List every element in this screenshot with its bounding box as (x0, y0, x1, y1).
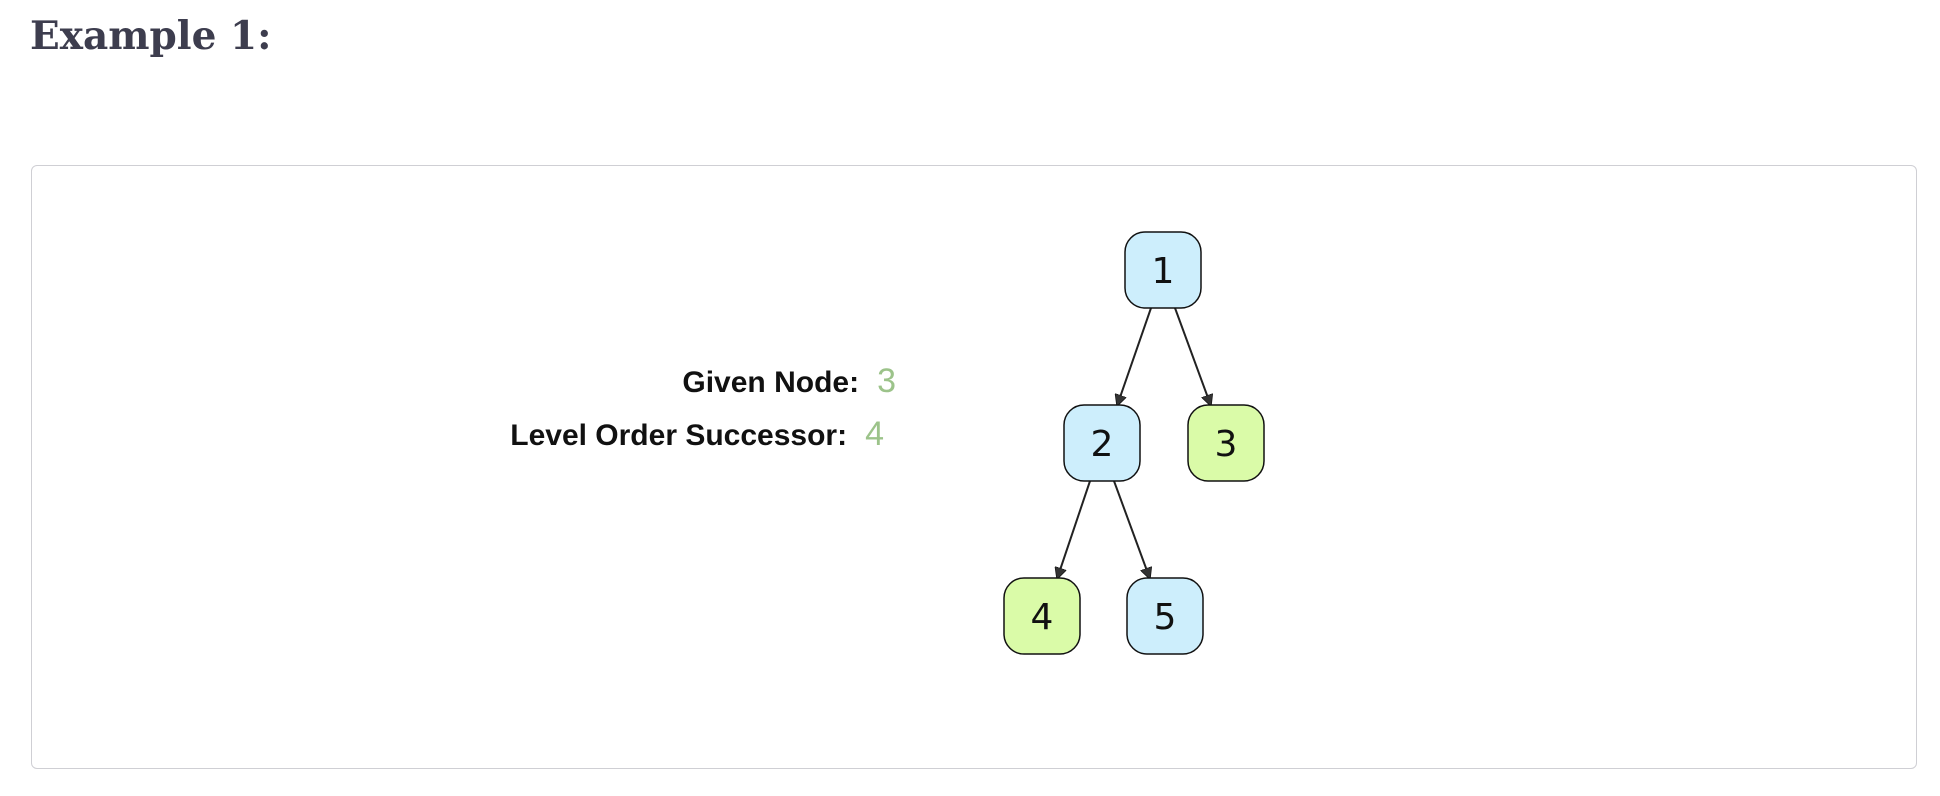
tree-node-box-1 (1124, 231, 1202, 309)
successor-label: Level Order Successor: (510, 419, 848, 452)
tree-node-label-1: 1 (1152, 251, 1175, 292)
given-node-row: Given Node: 3 (682, 362, 896, 401)
tree-node-box-2 (1063, 404, 1141, 482)
example-panel (31, 165, 1917, 769)
tree-node-box-4 (1003, 577, 1081, 655)
tree-node-4: 4 (1003, 577, 1081, 655)
tree-node-label-5: 5 (1154, 597, 1177, 638)
tree-node-label-4: 4 (1031, 597, 1054, 638)
tree-node-3: 3 (1187, 404, 1265, 482)
tree-node-label-3: 3 (1215, 424, 1238, 465)
successor-row: Level Order Successor: 4 (510, 415, 884, 454)
tree-node-box-3 (1187, 404, 1265, 482)
tree-node-box-5 (1126, 577, 1204, 655)
edge-1-3 (1174, 307, 1211, 406)
tree-node-5: 5 (1126, 577, 1204, 655)
edge-1-2 (1117, 307, 1152, 406)
edge-2-4 (1057, 480, 1091, 579)
tree-node-label-2: 2 (1091, 424, 1114, 465)
example-heading: Example 1: (30, 13, 272, 59)
edge-2-5 (1113, 480, 1150, 579)
given-node-value: 3 (877, 362, 896, 400)
given-node-label: Given Node: (682, 366, 860, 399)
tree-node-2: 2 (1063, 404, 1141, 482)
successor-value: 4 (865, 415, 884, 453)
tree-node-1: 1 (1124, 231, 1202, 309)
tree-nodes: 1 2 3 4 5 (1003, 231, 1265, 655)
tree-edges (1057, 307, 1211, 579)
